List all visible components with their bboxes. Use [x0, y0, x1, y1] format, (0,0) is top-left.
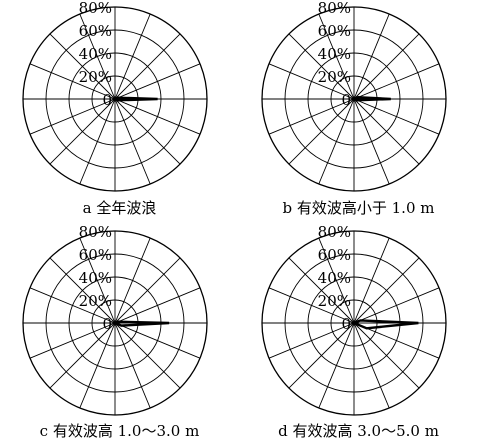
grid-spoke [114, 33, 181, 100]
grid-spoke [49, 322, 116, 389]
grid-spoke [29, 98, 116, 135]
radial-tick-label: 80% [318, 224, 351, 241]
grid-spoke [114, 322, 181, 389]
radial-tick-label: 60% [79, 22, 112, 40]
grid-spoke [114, 13, 151, 100]
caption-d: d 有效波高 3.0～5.0 m [278, 422, 439, 440]
radial-tick-label: 80% [79, 224, 112, 241]
grid-spoke [49, 33, 116, 100]
grid-spoke [318, 322, 355, 409]
grid-spoke [353, 63, 440, 100]
caption-b: b 有效波高小于 1.0 m [282, 199, 435, 217]
rose-panel-d: 0 20% 40% 60% 80% d 有效波高 3.0～5.0 m [239, 224, 478, 448]
grid-spoke [114, 98, 181, 165]
grid-spoke [114, 257, 181, 324]
radial-tick-label: 0 [102, 315, 112, 333]
grid-spoke [49, 257, 116, 324]
radial-tick-label: 20% [79, 292, 112, 310]
grid-spoke [353, 287, 440, 324]
grid-spoke [353, 98, 390, 185]
grid-spoke [79, 322, 116, 409]
grid-spoke [353, 33, 420, 100]
radial-tick-label: 80% [79, 0, 112, 17]
wave-rose-chart-b: 0 20% 40% 60% 80% [261, 0, 447, 192]
grid-spoke [114, 287, 201, 324]
grid-spoke [318, 98, 355, 185]
wave-rose-chart-c: 0 20% 40% 60% 80% [22, 224, 208, 416]
grid-spoke [29, 63, 116, 100]
grid-spoke [268, 287, 355, 324]
radial-tick-label: 60% [318, 22, 351, 40]
radial-tick-label: 20% [79, 68, 112, 86]
radial-tick-label: 60% [318, 246, 351, 264]
grid-spoke [288, 322, 355, 389]
radial-tick-label: 40% [318, 269, 351, 287]
grid-spoke [29, 322, 116, 359]
radial-tick-label: 60% [79, 246, 112, 264]
radial-tick-label: 0 [341, 91, 351, 109]
wave-rose-chart-d: 0 20% 40% 60% 80% [261, 224, 447, 416]
grid-spoke [318, 237, 355, 324]
grid-spoke [114, 322, 151, 409]
radial-tick-label: 80% [318, 0, 351, 17]
rose-panel-b: 0 20% 40% 60% 80% b 有效波高小于 1.0 m [239, 0, 478, 224]
grid-spoke [114, 63, 201, 100]
grid-spoke [114, 237, 151, 324]
grid-spoke [353, 322, 420, 389]
grid-spoke [353, 257, 420, 324]
rose-panel-a: 0 20% 40% 60% 80% a 全年波浪 [0, 0, 239, 224]
grid-spoke [79, 98, 116, 185]
caption-c: c 有效波高 1.0～3.0 m [39, 422, 200, 440]
grid-spoke [318, 13, 355, 100]
grid-spoke [29, 287, 116, 324]
grid-spoke [288, 33, 355, 100]
radial-tick-label: 20% [318, 68, 351, 86]
radial-tick-label: 0 [341, 315, 351, 333]
wave-rose-chart-a: 0 20% 40% 60% 80% [22, 0, 208, 192]
caption-a: a 全年波浪 [82, 199, 157, 217]
wave-frequency-polygon [350, 319, 419, 330]
grid-spoke [353, 13, 390, 100]
radial-tick-label: 40% [79, 45, 112, 63]
grid-spoke [268, 322, 355, 359]
grid-spoke [353, 98, 420, 165]
wave-frequency-polygon [111, 320, 170, 327]
rose-panel-c: 0 20% 40% 60% 80% c 有效波高 1.0～3.0 m [0, 224, 239, 448]
radial-tick-label: 40% [79, 269, 112, 287]
wave-frequency-polygon [111, 96, 158, 102]
radial-tick-label: 40% [318, 45, 351, 63]
grid-spoke [268, 63, 355, 100]
grid-spoke [114, 322, 201, 359]
grid-spoke [353, 98, 440, 135]
grid-spoke [288, 257, 355, 324]
grid-spoke [353, 237, 390, 324]
grid-spoke [79, 237, 116, 324]
grid-spoke [79, 13, 116, 100]
wave-frequency-polygon [350, 95, 391, 102]
grid-spoke [288, 98, 355, 165]
radial-tick-label: 0 [102, 91, 112, 109]
grid-spoke [114, 98, 201, 135]
grid-spoke [268, 98, 355, 135]
grid-spoke [353, 322, 390, 409]
grid-spoke [49, 98, 116, 165]
grid-spoke [114, 98, 151, 185]
radial-tick-label: 20% [318, 292, 351, 310]
